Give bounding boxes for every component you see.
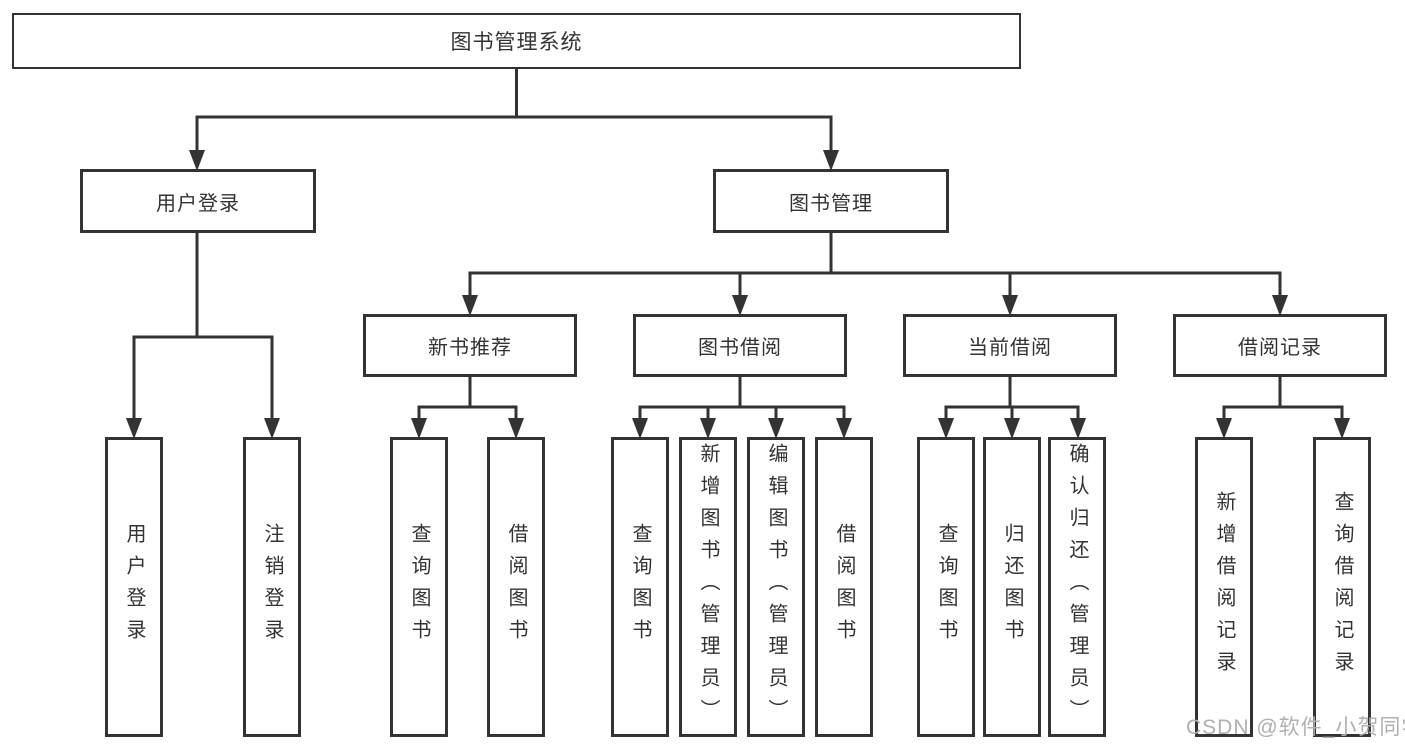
arrow-head-icon bbox=[126, 418, 142, 439]
arrow-head-icon bbox=[264, 418, 280, 439]
arrow-head-icon bbox=[823, 150, 839, 171]
node-logout-label: 注销登录 bbox=[261, 523, 283, 651]
arrow-head-icon bbox=[1334, 418, 1350, 439]
arrow-head-icon bbox=[1004, 418, 1020, 439]
node-current-borrowing: 当前借阅 bbox=[903, 314, 1117, 377]
arrow-head-icon bbox=[411, 418, 427, 439]
node-borrow-books-recommend: 借阅图书 bbox=[487, 437, 545, 737]
node-edit-book-admin: 编辑图书（管理员） bbox=[747, 437, 805, 737]
arrow-head-icon bbox=[189, 150, 205, 171]
node-query-books-current-label: 查询图书 bbox=[935, 523, 957, 651]
node-new-book-recommend: 新书推荐 bbox=[363, 314, 577, 377]
arrow-head-icon bbox=[938, 418, 954, 439]
node-query-books-current: 查询图书 bbox=[917, 437, 975, 737]
node-edit-book-admin-label: 编辑图书（管理员） bbox=[765, 443, 787, 731]
node-root: 图书管理系统 bbox=[12, 13, 1021, 69]
arrow-head-icon bbox=[700, 418, 716, 439]
node-query-books-borrowing: 查询图书 bbox=[611, 437, 669, 737]
arrow-head-icon bbox=[1216, 418, 1232, 439]
node-book-borrowing: 图书借阅 bbox=[633, 314, 847, 377]
node-confirm-return-admin-label: 确认归还（管理员） bbox=[1066, 443, 1088, 731]
node-add-book-admin: 新增图书（管理员） bbox=[679, 437, 737, 737]
node-query-borrow-record: 查询借阅记录 bbox=[1313, 437, 1371, 737]
node-query-books-borrowing-label: 查询图书 bbox=[629, 523, 651, 651]
node-user-login-group: 用户登录 bbox=[80, 169, 316, 233]
node-borrow-books-borrowing: 借阅图书 bbox=[815, 437, 873, 737]
node-add-book-admin-label: 新增图书（管理员） bbox=[697, 443, 719, 731]
node-borrow-books-borrowing-label: 借阅图书 bbox=[833, 523, 855, 651]
arrow-head-icon bbox=[768, 418, 784, 439]
node-query-borrow-record-label: 查询借阅记录 bbox=[1331, 491, 1353, 683]
node-borrow-books-recommend-label: 借阅图书 bbox=[505, 523, 527, 651]
node-return-book: 归还图书 bbox=[983, 437, 1041, 737]
node-return-book-label: 归还图书 bbox=[1001, 523, 1023, 651]
node-confirm-return-admin: 确认归还（管理员） bbox=[1048, 437, 1106, 737]
node-user-login: 用户登录 bbox=[105, 437, 163, 737]
node-book-management: 图书管理 bbox=[713, 169, 949, 233]
node-logout: 注销登录 bbox=[243, 437, 301, 737]
watermark: CSDN @软件_小贺同学 bbox=[1186, 716, 1405, 739]
arrow-head-icon bbox=[632, 418, 648, 439]
node-query-books-recommend-label: 查询图书 bbox=[408, 523, 430, 651]
node-query-books-recommend: 查询图书 bbox=[390, 437, 448, 737]
arrow-head-icon bbox=[1002, 295, 1018, 316]
arrow-head-icon bbox=[732, 295, 748, 316]
arrow-head-icon bbox=[1070, 418, 1086, 439]
node-borrow-records: 借阅记录 bbox=[1173, 314, 1387, 377]
arrow-head-icon bbox=[508, 418, 524, 439]
arrow-head-icon bbox=[462, 295, 478, 316]
node-user-login-label: 用户登录 bbox=[123, 523, 145, 651]
node-add-borrow-record: 新增借阅记录 bbox=[1195, 437, 1253, 737]
arrow-head-icon bbox=[1272, 295, 1288, 316]
arrow-head-icon bbox=[836, 418, 852, 439]
node-add-borrow-record-label: 新增借阅记录 bbox=[1213, 491, 1235, 683]
arrow-heads bbox=[126, 150, 1350, 439]
